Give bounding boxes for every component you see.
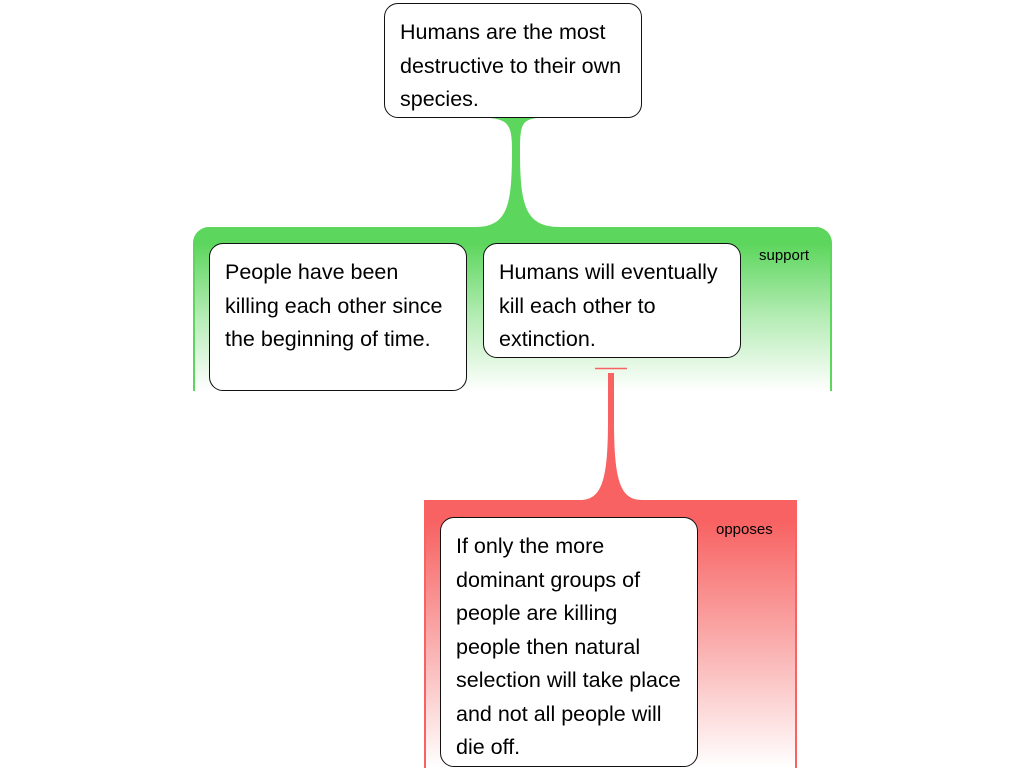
support-connector	[475, 118, 560, 227]
support-label: support	[759, 247, 810, 264]
root-claim-node[interactable]: Humans are the most destructive to their…	[384, 3, 642, 118]
opposes-label: opposes	[716, 521, 773, 538]
support-reason-node-2[interactable]: Humans will eventually kill each other t…	[483, 243, 741, 358]
objection-node[interactable]: If only the more dominant groups of peop…	[440, 517, 698, 767]
opposes-connector	[580, 373, 642, 500]
support-reason-node-1[interactable]: People have been killing each other sinc…	[209, 243, 467, 391]
